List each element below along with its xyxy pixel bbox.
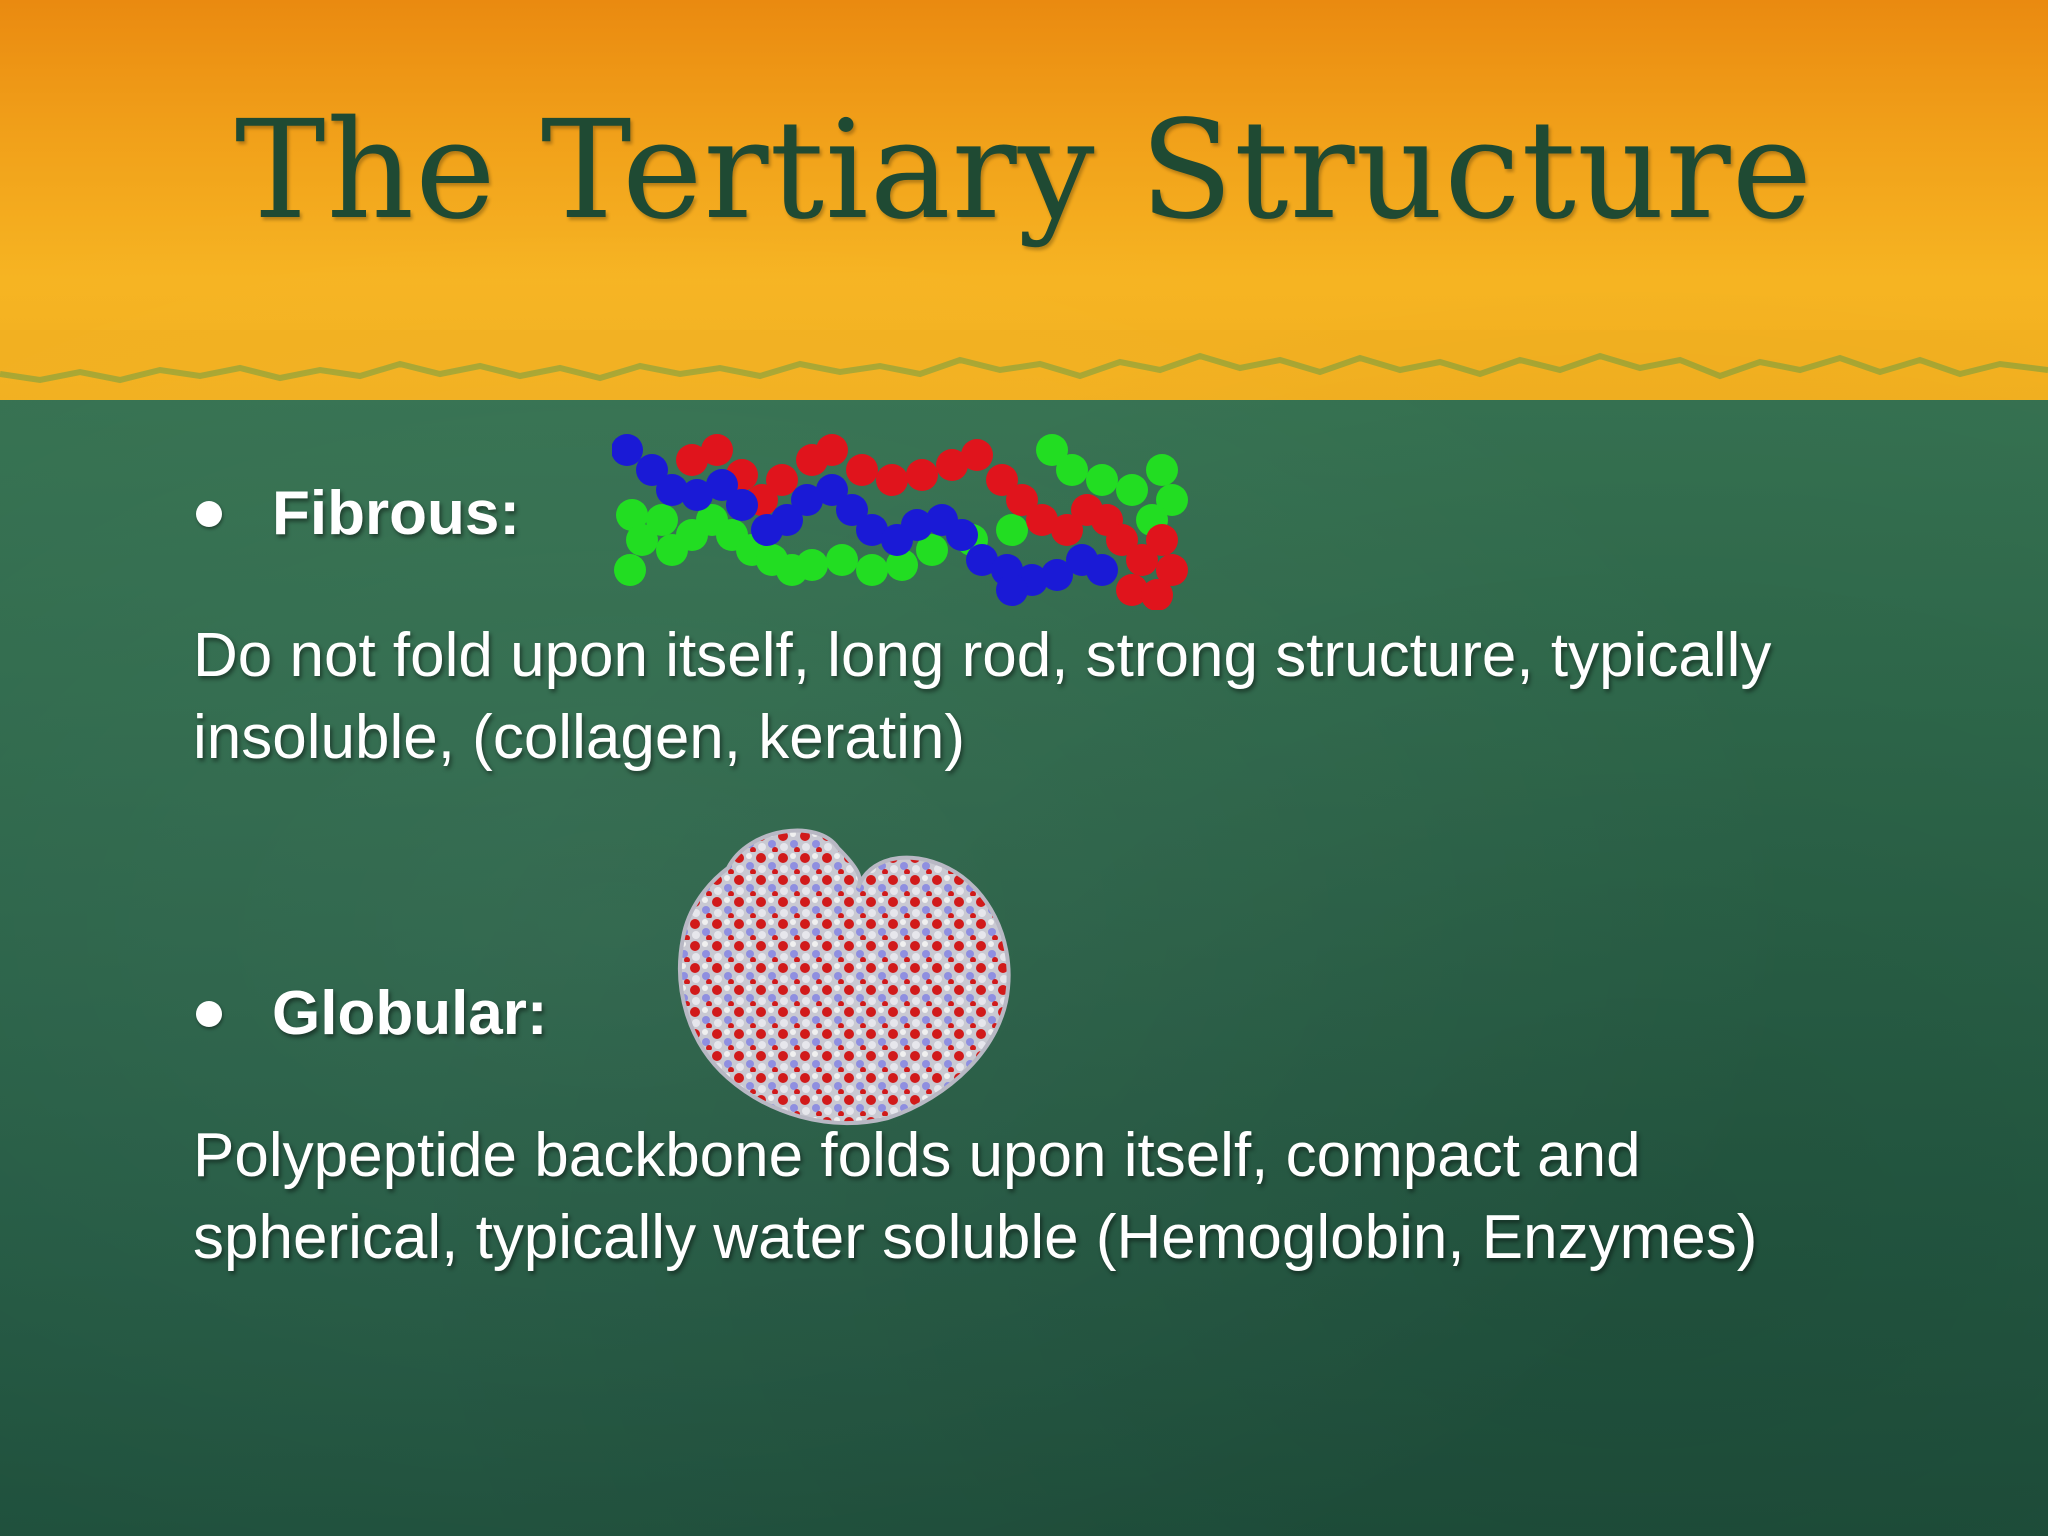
torn-edge-divider [0, 330, 2048, 384]
globular-protein-image [678, 828, 1011, 1126]
bullet-label-fibrous: Fibrous: [272, 479, 520, 548]
fibrous-description: Do not fold upon itself, long rod, stron… [193, 621, 1772, 772]
helix-green-strand [614, 434, 1188, 586]
globular-protein-body [678, 828, 1011, 1126]
globular-description: Polypeptide backbone folds upon itself, … [193, 1121, 1758, 1272]
bullet-dot-icon [196, 500, 222, 527]
bullet-globular: Globular: [196, 978, 548, 1049]
bullet-fibrous: Fibrous: [196, 478, 520, 549]
fibrous-protein-helix-image [612, 434, 1188, 610]
slide-title: The Tertiary Structure [234, 92, 1814, 250]
helix-red-strand [676, 434, 1188, 610]
helix-blue-strand [612, 434, 1118, 606]
bullet-dot-icon [196, 1000, 222, 1027]
bullet-label-globular: Globular: [272, 979, 548, 1048]
